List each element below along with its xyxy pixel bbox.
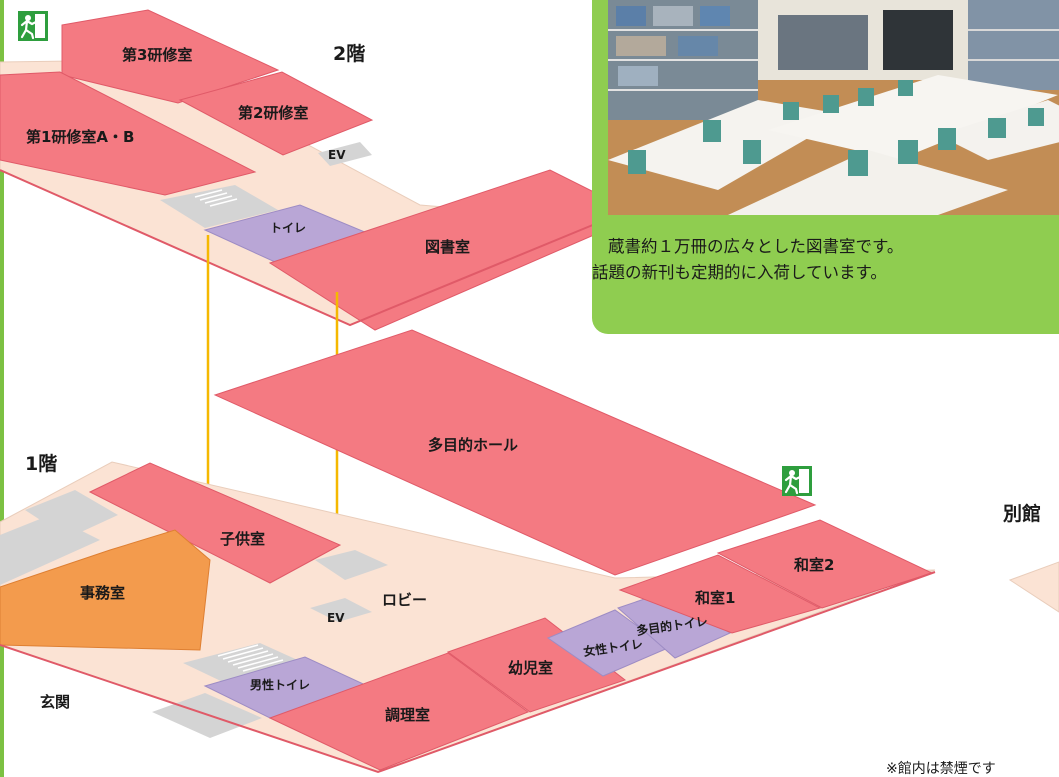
library-info-panel: 蔵書約１万冊の広々とした図書室です。 話題の新刊も定期的に入荷しています。 — [592, 0, 1059, 334]
room-childrens-shape[interactable] — [88, 462, 342, 584]
annex-shape[interactable] — [1008, 561, 1059, 613]
room-training-1ab-label: 第1研修室A・B — [26, 128, 134, 146]
elevator-2f-shape[interactable] — [318, 142, 372, 166]
room-cooking-shape[interactable] — [268, 652, 530, 771]
room-childrens-label: 子供室 — [220, 530, 265, 548]
room-japanese-1-label: 和室1 — [695, 589, 735, 607]
stairs-1f-left — [0, 515, 100, 585]
room-multipurpose-hall-shape[interactable] — [213, 329, 817, 576]
library-caption: 蔵書約１万冊の広々とした図書室です。 話題の新刊も定期的に入荷しています。 — [592, 234, 1059, 286]
elevator-1f-shape[interactable] — [310, 598, 372, 622]
floor-1-label: 1階 — [25, 453, 57, 475]
footer-note: ※館内は禁煙です — [886, 761, 996, 777]
floor-1-edge — [0, 571, 936, 774]
floor-1 — [0, 329, 936, 774]
room-training-3-label: 第3研修室 — [122, 46, 192, 64]
elevator-1f-label: EV — [327, 611, 345, 625]
emergency-exit-icon — [18, 11, 48, 41]
entrance-label: 玄関 — [40, 693, 70, 711]
stairs-1f-upper-left — [25, 490, 118, 538]
room-training-1ab-shape[interactable] — [0, 71, 257, 196]
room-office-shape[interactable] — [0, 529, 211, 651]
library-caption-line1: 蔵書約１万冊の広々とした図書室です。 — [608, 237, 904, 256]
library-photo — [608, 0, 1059, 215]
room-office-label: 事務室 — [80, 584, 125, 602]
room-infants-shape[interactable] — [446, 617, 627, 713]
room-japanese-1-shape[interactable] — [618, 554, 822, 634]
room-infants-label: 幼児室 — [508, 659, 553, 677]
stairs-2f-shape[interactable] — [160, 185, 278, 228]
toilet-2f-label: トイレ — [270, 221, 306, 235]
room-cooking-label: 調理室 — [385, 706, 430, 724]
elevator-2f-label: EV — [328, 148, 346, 162]
lobby-gray-area — [315, 550, 388, 580]
annex-label: 別館 — [1003, 502, 1041, 525]
room-library-label: 図書室 — [425, 238, 470, 256]
floor-2-edge — [0, 169, 601, 327]
floor-2-label: 2階 — [333, 43, 365, 65]
floor-2 — [0, 9, 611, 331]
emergency-exit-icon-1f — [782, 466, 812, 496]
page-border — [0, 0, 4, 777]
stairs-2f-lines — [194, 189, 238, 207]
library-photo-illustration — [608, 0, 1059, 215]
room-training-2-label: 第2研修室 — [238, 104, 308, 122]
room-training-2-shape[interactable] — [178, 71, 374, 156]
toilet-mens-label: 男性トイレ — [250, 677, 310, 692]
room-multipurpose-hall-label: 多目的ホール — [428, 436, 518, 454]
stairs-1f-lines — [217, 644, 284, 672]
library-caption-line2: 話題の新刊も定期的に入荷しています。 — [592, 263, 887, 282]
lobby-label: ロビー — [382, 591, 427, 609]
room-japanese-2-label: 和室2 — [794, 556, 834, 574]
